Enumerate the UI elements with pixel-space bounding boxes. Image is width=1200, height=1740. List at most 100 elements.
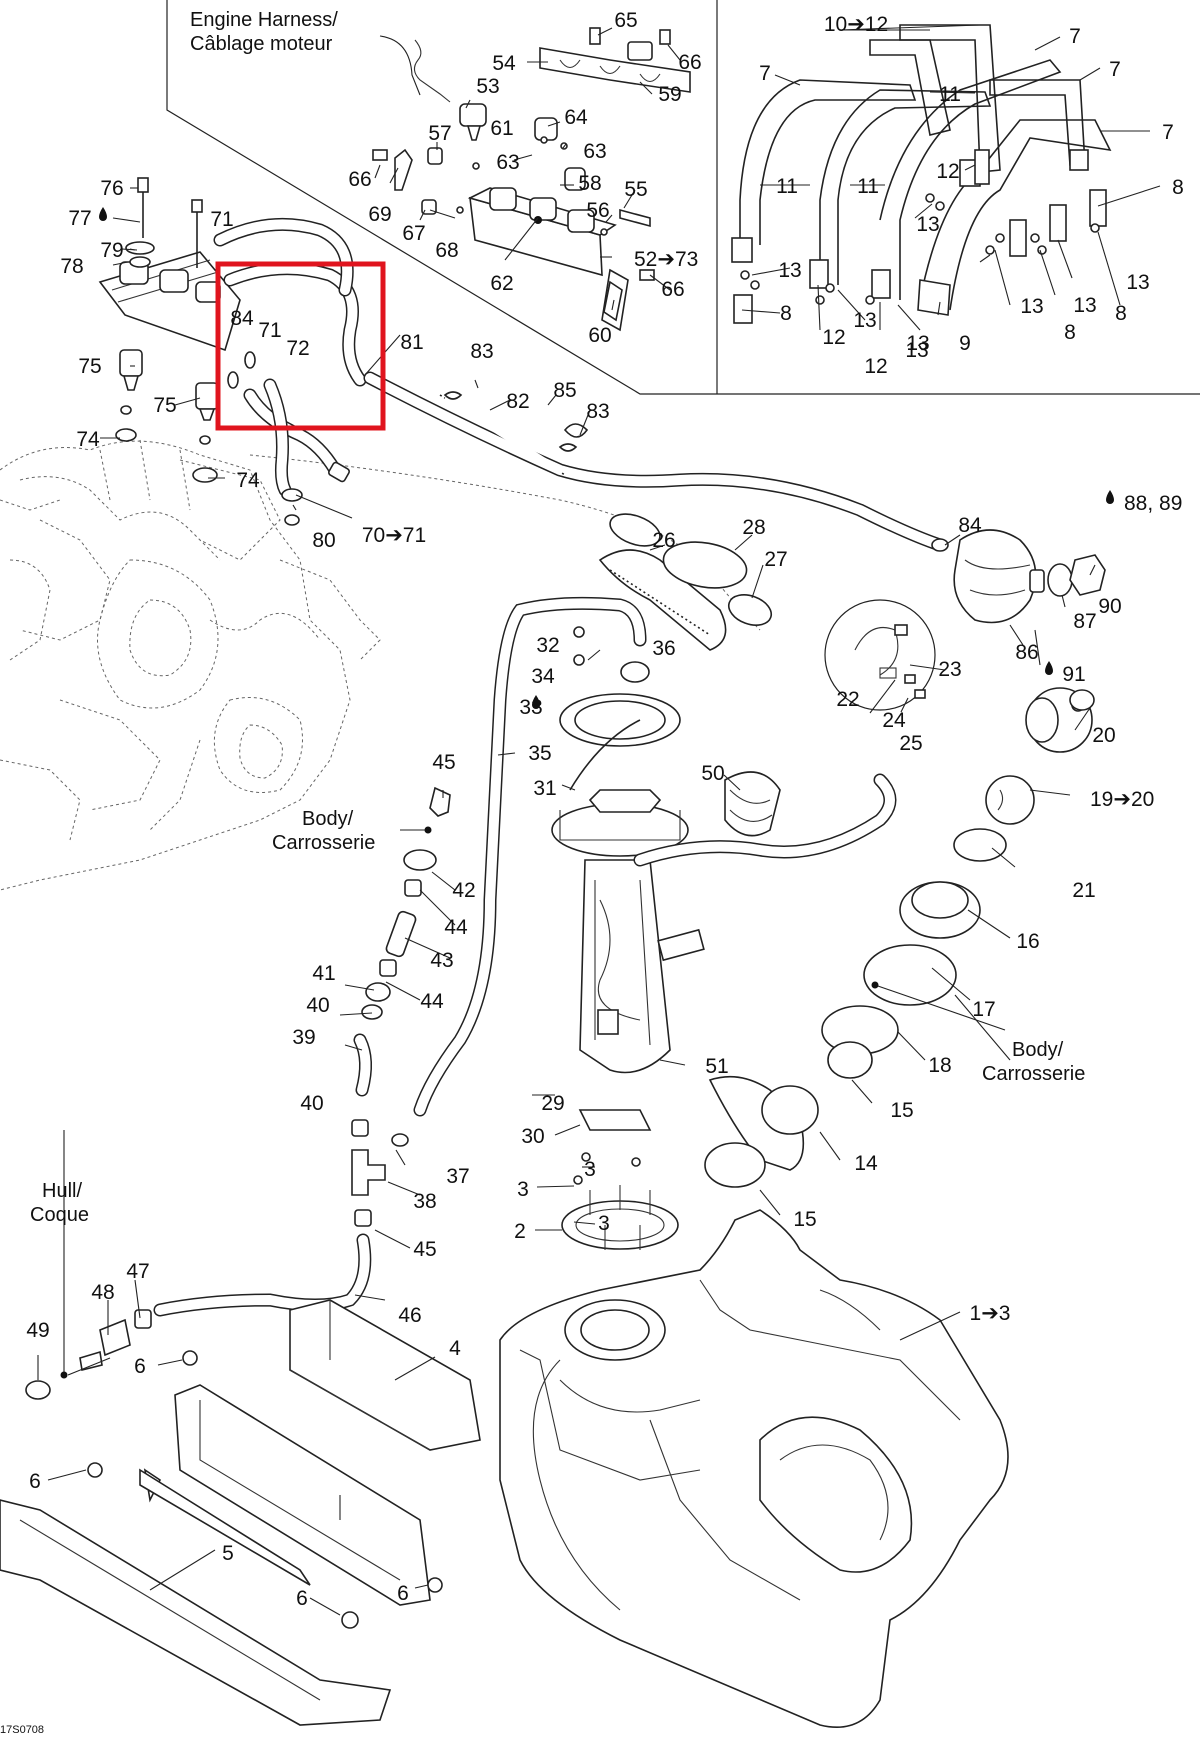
- callout-c11c: 11: [857, 175, 879, 198]
- callout-c32: 32: [536, 634, 559, 657]
- callout-c81: 81: [400, 331, 423, 354]
- callout-c11a: 11: [939, 83, 961, 106]
- carrosserie-label-top: Carrosserie: [272, 832, 375, 854]
- callout-c9: 9: [959, 332, 971, 355]
- callout-c45b: 45: [413, 1238, 436, 1261]
- callout-c12b: 12: [822, 326, 845, 349]
- callout-c6a: 6: [134, 1355, 146, 1378]
- callout-c33: 33: [519, 696, 542, 719]
- callout-c26: 26: [652, 529, 675, 552]
- callout-c35: 35: [528, 742, 551, 765]
- callout-c23: 23: [938, 658, 961, 681]
- callout-c82: 82: [506, 390, 529, 413]
- cablage-moteur-label: Câblage moteur: [190, 33, 333, 55]
- coque-label: Coque: [30, 1204, 89, 1226]
- fuel-line-81-82: [363, 371, 949, 552]
- callout-c76: 76: [100, 177, 123, 200]
- drop-icon: [1106, 490, 1114, 504]
- callout-c46: 46: [398, 1304, 421, 1327]
- callout-c12c: 12: [864, 355, 887, 378]
- callout-c13d: 13: [1020, 295, 1043, 318]
- engine-block-drawing: [0, 439, 381, 891]
- callout-c65: 65: [614, 9, 637, 32]
- callout-c14: 14: [854, 1152, 878, 1175]
- drop-icon: [99, 207, 107, 221]
- callout-c31: 31: [533, 777, 556, 800]
- leader-lines: [37, 24, 1161, 1616]
- callout-c2: 2: [514, 1220, 526, 1243]
- callout-c17: 17: [972, 998, 995, 1021]
- vent-fittings-37-46: [25, 786, 451, 1400]
- callout-c7d: 7: [1162, 121, 1174, 144]
- callout-c28: 28: [742, 516, 765, 539]
- callout-c51: 51: [705, 1055, 728, 1078]
- callout-c62: 62: [490, 272, 513, 295]
- callout-c13g: 13: [906, 332, 929, 355]
- callout-c43: 43: [430, 949, 453, 972]
- callout-c13e: 13: [1073, 294, 1096, 317]
- callout-c6b: 6: [29, 1470, 41, 1493]
- callout-c57: 57: [428, 122, 451, 145]
- callout-c7a: 7: [1069, 25, 1081, 48]
- hull-label: Hull/: [42, 1180, 82, 1202]
- callout-c7c: 7: [759, 62, 771, 85]
- callout-c66b: 66: [348, 168, 371, 191]
- callout-c3c: 3: [598, 1212, 610, 1235]
- callout-c8d: 8: [1115, 302, 1127, 325]
- callout-c11b: 11: [776, 175, 798, 198]
- callout-c8a: 8: [1172, 176, 1184, 199]
- callout-c13h: 13: [905, 339, 928, 362]
- callout-c50: 50: [701, 762, 724, 785]
- callout-c79: 79: [100, 239, 123, 262]
- callout-c13c: 13: [853, 309, 876, 332]
- callout-c44b: 44: [420, 990, 444, 1013]
- callout-c30: 30: [521, 1125, 544, 1148]
- callout-c20: 20: [1092, 724, 1115, 747]
- callout-c24: 24: [882, 709, 906, 732]
- fuel-pump-module: [551, 626, 781, 1131]
- callout-c58: 58: [578, 172, 601, 195]
- callout-c71b: 71: [258, 319, 281, 342]
- callout-c88: 88, 89: [1124, 492, 1182, 515]
- callout-c78: 78: [60, 255, 83, 278]
- engine-harness-inset-frame: [166, 0, 1200, 395]
- callout-c7b: 7: [1109, 58, 1121, 81]
- highlight-box: [215, 261, 386, 431]
- tank-straps-7-13: [731, 24, 1112, 324]
- callout-c70: 70➔71: [362, 524, 426, 547]
- callout-c52: 52➔73: [634, 248, 698, 271]
- callout-c36: 36: [652, 637, 675, 660]
- callout-c1: 1➔3: [970, 1302, 1011, 1325]
- callout-c49: 49: [26, 1319, 49, 1342]
- callout-c90: 90: [1098, 595, 1121, 618]
- callout-c55: 55: [624, 178, 647, 201]
- callout-c75a: 75: [78, 355, 101, 378]
- callout-c19: 19➔20: [1090, 788, 1154, 811]
- callout-c34: 34: [531, 665, 555, 688]
- drop-icon: [1045, 661, 1053, 675]
- callout-c13f: 13: [1126, 271, 1149, 294]
- callout-c37: 37: [446, 1165, 469, 1188]
- body-label-right: Body/: [1012, 1039, 1064, 1061]
- callout-c45a: 45: [432, 751, 455, 774]
- callout-c4: 4: [449, 1337, 461, 1360]
- callout-c63a: 63: [496, 151, 519, 174]
- callout-c72: 72: [286, 337, 309, 360]
- callout-c38: 38: [413, 1190, 436, 1213]
- callout-c6d: 6: [296, 1587, 308, 1610]
- callout-c86: 86: [1015, 641, 1038, 664]
- callout-c25: 25: [899, 732, 922, 755]
- callout-c69: 69: [368, 203, 391, 226]
- callout-c54: 54: [492, 52, 516, 75]
- callout-c64: 64: [564, 106, 588, 129]
- callout-c8c: 8: [1064, 321, 1076, 344]
- callout-c67: 67: [402, 222, 425, 245]
- callout-c18: 18: [928, 1054, 951, 1077]
- callout-c29: 29: [541, 1092, 564, 1115]
- callout-c87: 87: [1073, 610, 1096, 633]
- callout-c80: 80: [312, 529, 335, 552]
- fuel-module-52-73: [372, 27, 691, 332]
- callout-c66c: 66: [661, 278, 684, 301]
